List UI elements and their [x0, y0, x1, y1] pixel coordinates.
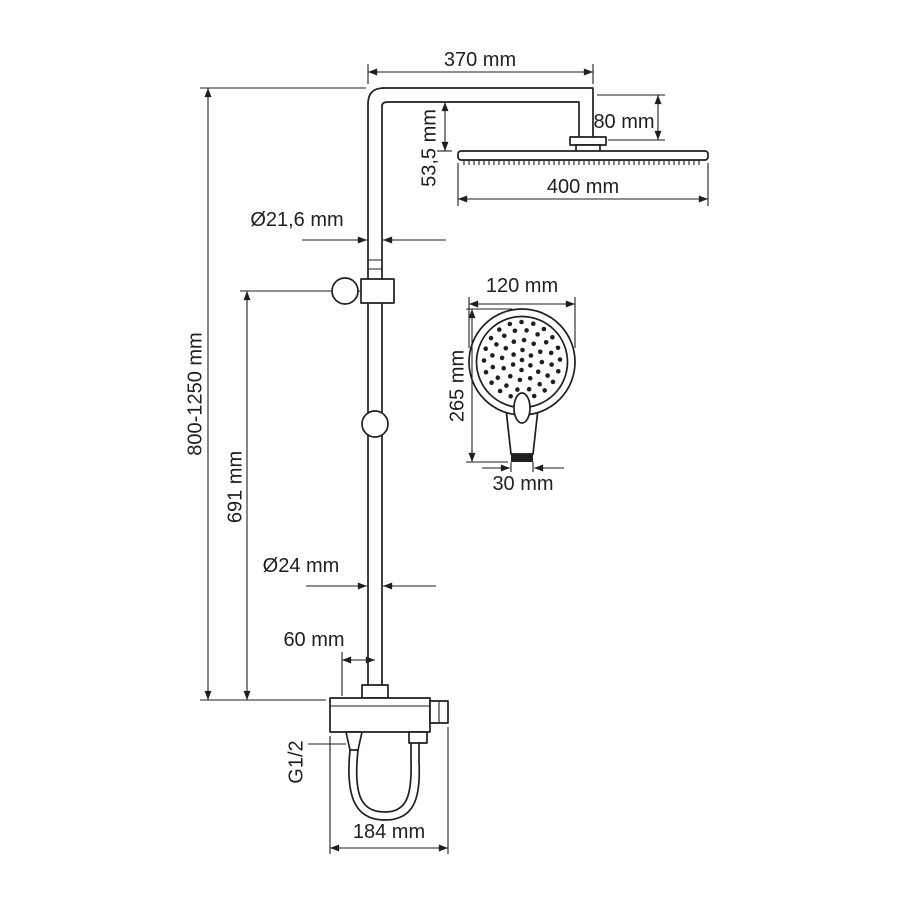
shower-column	[367, 87, 594, 701]
shower-hose	[348, 742, 421, 821]
dim-24: Ø24 mm	[263, 555, 436, 590]
dim-184: 184 mm	[329, 727, 449, 854]
dim-60-label: 60 mm	[283, 629, 344, 651]
handshower-hook	[408, 731, 428, 744]
dim-53-5-label: 53,5 mm	[418, 109, 440, 187]
dim-370-label: 370 mm	[444, 49, 516, 71]
mixer-body	[329, 697, 431, 733]
dim-265: 265 mm	[446, 308, 512, 463]
hose-outlet	[345, 731, 363, 751]
dim-691-label: 691 mm	[224, 451, 246, 523]
dim-height-label: 800-1250 mm	[184, 332, 206, 455]
slider-knob	[361, 410, 389, 438]
dim-80: 80 mm	[593, 94, 665, 141]
mixer-top-coupling	[361, 684, 389, 699]
dim-21-6: Ø21,6 mm	[250, 209, 446, 244]
connector-nut	[569, 136, 607, 153]
dim-53-5: 53,5 mm	[418, 102, 452, 187]
spray-nozzle-dots	[481, 319, 563, 401]
handshower-mode-button	[513, 392, 531, 424]
dim-thread: G1/2	[285, 740, 346, 784]
dim-30: 30 mm	[482, 462, 564, 495]
dim-height: 800-1250 mm	[184, 87, 366, 701]
overhead-shower-head	[457, 150, 709, 165]
dim-400: 400 mm	[457, 163, 709, 206]
dim-60: 60 mm	[283, 629, 375, 696]
dim-120-label: 120 mm	[486, 275, 558, 297]
dim-80-label: 80 mm	[593, 111, 654, 133]
dim-265-label: 265 mm	[446, 350, 468, 422]
overhead-nozzles	[463, 160, 700, 165]
dim-370: 370 mm	[367, 49, 594, 84]
dim-24-label: Ø24 mm	[263, 555, 340, 577]
wall-bracket	[331, 277, 395, 305]
thread-label: G1/2	[285, 740, 307, 783]
mixer-unit	[329, 684, 449, 751]
handshower-tip	[511, 454, 533, 462]
dim-30-label: 30 mm	[492, 473, 553, 495]
dim-400-label: 400 mm	[547, 176, 619, 198]
hand-shower	[468, 308, 576, 462]
dim-691: 691 mm	[224, 290, 331, 700]
dim-184-label: 184 mm	[353, 821, 425, 843]
dim-21-6-label: Ø21,6 mm	[250, 209, 343, 231]
